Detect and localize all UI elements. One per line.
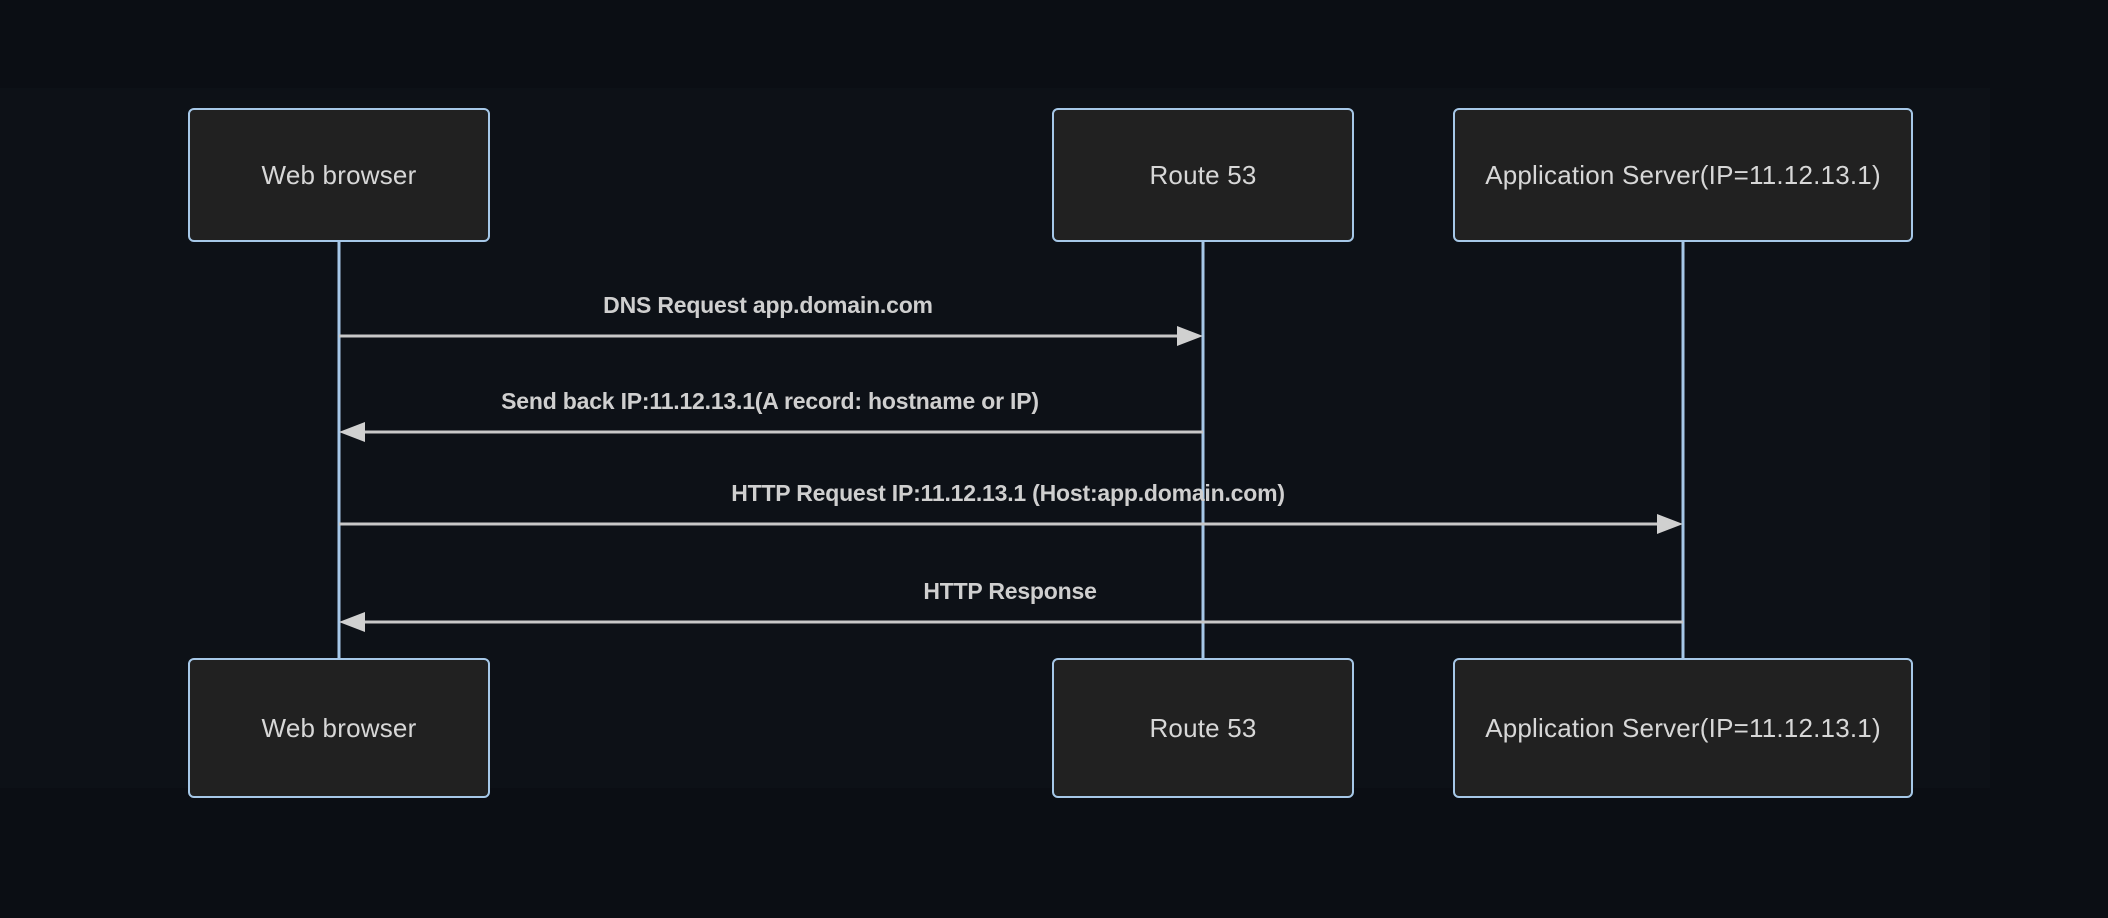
arrowhead-1-right bbox=[1177, 326, 1203, 346]
participant-box-appserver-top[interactable]: Application Server(IP=11.12.13.1) bbox=[1453, 108, 1913, 242]
arrowhead-2-left bbox=[339, 422, 365, 442]
arrowhead-3-right bbox=[1657, 514, 1683, 534]
lifelines-group bbox=[337, 242, 1685, 658]
message-arrows-group bbox=[339, 326, 1683, 632]
participant-label-browser-top: Web browser bbox=[261, 159, 417, 190]
participant-label-route53-bottom: Route 53 bbox=[1149, 712, 1257, 743]
participant-box-browser-bottom[interactable]: Web browser bbox=[188, 658, 490, 798]
message-label-dns-request: DNS Request app.domain.com bbox=[603, 292, 933, 318]
arrowhead-4-left bbox=[339, 612, 365, 632]
message-label-http-request: HTTP Request IP:11.12.13.1 (Host:app.dom… bbox=[731, 480, 1285, 506]
participant-box-browser-top[interactable]: Web browser bbox=[188, 108, 490, 242]
participant-label-appserver-top: Application Server(IP=11.12.13.1) bbox=[1485, 159, 1881, 190]
participant-label-browser-bottom: Web browser bbox=[261, 712, 417, 743]
participant-box-appserver-bottom[interactable]: Application Server(IP=11.12.13.1) bbox=[1453, 658, 1913, 798]
participant-label-route53-top: Route 53 bbox=[1149, 159, 1257, 190]
message-label-send-back-ip: Send back IP:11.12.13.1(A record: hostna… bbox=[501, 388, 1039, 414]
participant-box-route53-bottom[interactable]: Route 53 bbox=[1052, 658, 1354, 798]
message-label-http-response: HTTP Response bbox=[923, 578, 1097, 604]
participant-box-route53-top[interactable]: Route 53 bbox=[1052, 108, 1354, 242]
participant-label-appserver-bottom: Application Server(IP=11.12.13.1) bbox=[1485, 712, 1881, 743]
